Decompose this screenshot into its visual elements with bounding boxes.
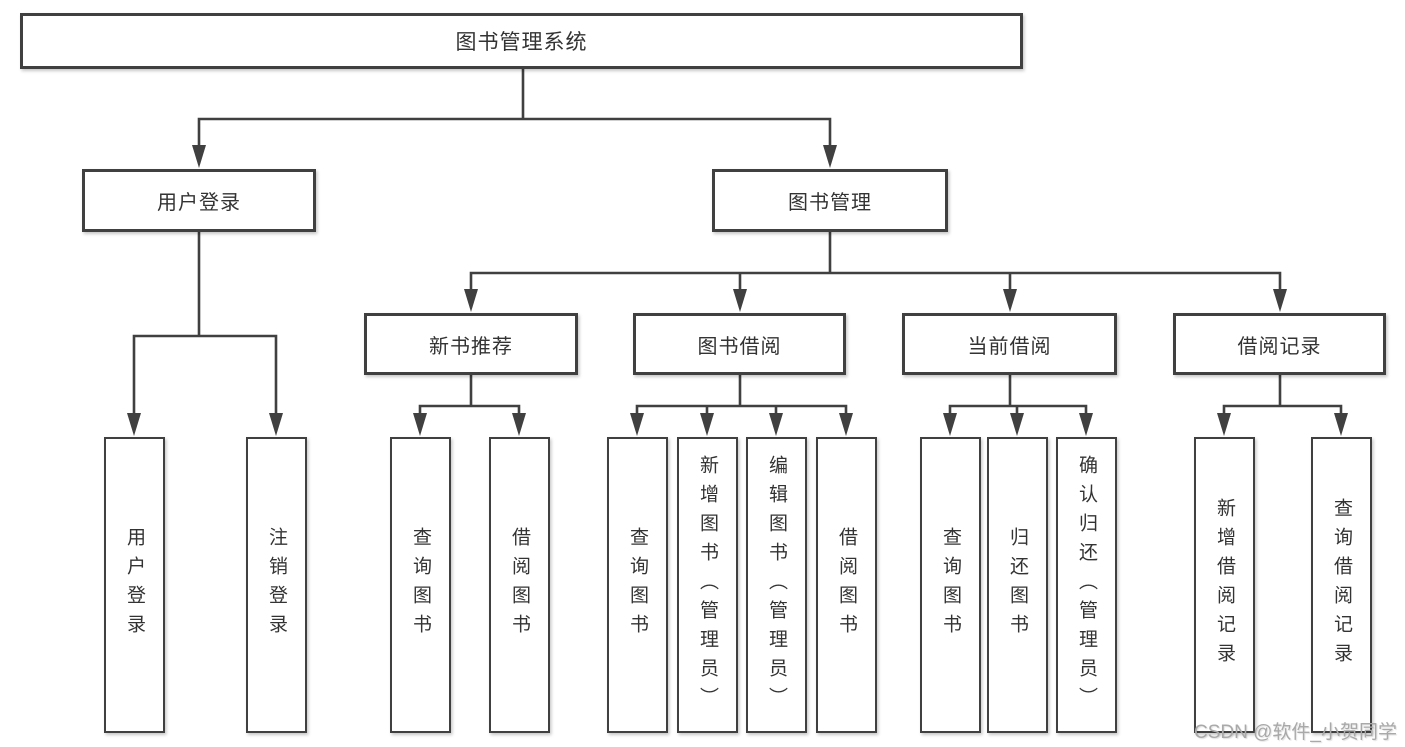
node-borrow-record-label: 借阅记录 — [1237, 335, 1322, 358]
node-borrow-record: 借阅记录 — [1173, 313, 1386, 375]
node-book-borrow: 图书借阅 — [633, 313, 846, 375]
leaf-current-query-book-label: 查询图书 — [940, 527, 961, 643]
leaf-return-book-label: 归还图书 — [1007, 527, 1028, 643]
node-user-login-label: 用户登录 — [157, 192, 241, 214]
leaf-borrow-query-book-label: 查询图书 — [627, 527, 648, 643]
leaf-add-book-admin-label: 新增图书（管理员） — [697, 454, 718, 716]
leaf-add-borrow-record: 新增借阅记录 — [1194, 437, 1255, 733]
leaf-query-borrow-record: 查询借阅记录 — [1311, 437, 1372, 733]
node-new-book-recommend: 新书推荐 — [364, 313, 578, 375]
leaf-edit-book-admin-label: 编辑图书（管理员） — [766, 454, 787, 716]
leaf-recommend-query-book: 查询图书 — [390, 437, 451, 733]
leaf-logout-label: 注销登录 — [266, 527, 287, 643]
leaf-user-login-label: 用户登录 — [124, 527, 145, 643]
leaf-confirm-return-admin: 确认归还（管理员） — [1056, 437, 1117, 733]
node-new-book-recommend-label: 新书推荐 — [429, 335, 513, 358]
leaf-query-borrow-record-label: 查询借阅记录 — [1331, 498, 1352, 672]
node-book-management: 图书管理 — [712, 169, 948, 232]
leaf-borrow-book-label: 借阅图书 — [836, 527, 857, 643]
csdn-watermark: CSDN @软件_小贺同学 — [1194, 722, 1397, 743]
leaf-user-login: 用户登录 — [104, 437, 165, 733]
node-user-login: 用户登录 — [82, 169, 316, 232]
leaf-recommend-borrow-book-label: 借阅图书 — [509, 527, 530, 643]
node-root: 图书管理系统 — [20, 13, 1023, 69]
leaf-add-book-admin: 新增图书（管理员） — [677, 437, 738, 733]
leaf-edit-book-admin: 编辑图书（管理员） — [746, 437, 807, 733]
node-current-borrow-label: 当前借阅 — [967, 335, 1052, 358]
leaf-borrow-book: 借阅图书 — [816, 437, 877, 733]
node-root-label: 图书管理系统 — [455, 31, 588, 54]
node-current-borrow: 当前借阅 — [902, 313, 1117, 375]
leaf-borrow-query-book: 查询图书 — [607, 437, 668, 733]
leaf-return-book: 归还图书 — [987, 437, 1048, 733]
leaf-recommend-borrow-book: 借阅图书 — [489, 437, 550, 733]
leaf-recommend-query-book-label: 查询图书 — [410, 527, 431, 643]
leaf-current-query-book: 查询图书 — [920, 437, 981, 733]
node-book-borrow-label: 图书借阅 — [697, 335, 782, 358]
leaf-confirm-return-admin-label: 确认归还（管理员） — [1076, 454, 1097, 716]
leaf-add-borrow-record-label: 新增借阅记录 — [1214, 498, 1235, 672]
node-book-management-label: 图书管理 — [788, 192, 872, 214]
leaf-logout: 注销登录 — [246, 437, 307, 733]
